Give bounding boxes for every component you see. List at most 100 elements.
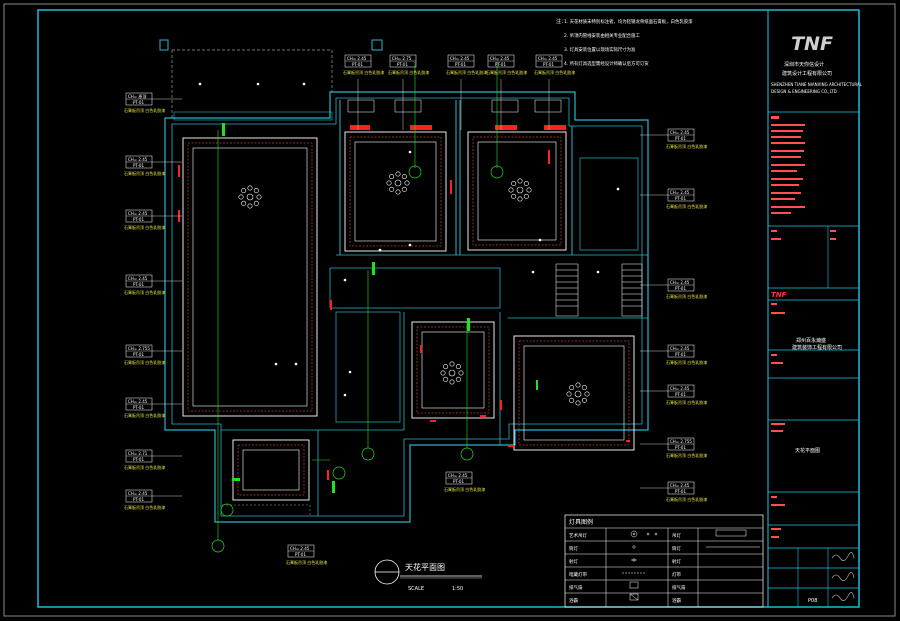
chandelier-icon — [508, 178, 532, 202]
sheet-outer-frame — [3, 3, 896, 617]
legend-item-label: 暗藏灯带 — [569, 571, 587, 578]
drawing-name: 天花平面图 — [795, 447, 820, 454]
tag-material: PT-01 — [295, 552, 306, 557]
tag-note: 石膏板吊顶 白色乳胶漆 — [666, 359, 707, 365]
tag-code: CH= 2.45 — [670, 130, 690, 135]
legend-item-label: 筒灯 — [569, 545, 578, 552]
tag-code: CH= 2.71 — [128, 451, 148, 456]
legend-item-desc: 吊灯 — [672, 532, 681, 539]
sheet-inner-frame — [37, 9, 860, 608]
tag-note: 石膏板吊顶 白色乳胶漆 — [124, 107, 165, 113]
tag-material: PT-01 — [455, 62, 466, 67]
balcony-outline — [171, 49, 333, 118]
tag-note: 石膏板吊顶 白色乳胶漆 — [343, 69, 384, 75]
tag-note: 石膏板吊顶 白色乳胶漆 — [666, 143, 707, 149]
bathroom-ceiling — [232, 439, 310, 501]
tag-note: 石膏板吊顶 白色乳胶漆 — [388, 69, 429, 75]
tag-note: 石膏板吊顶 白色乳胶漆 — [124, 224, 165, 230]
tag-note: 石膏板吊顶 白色乳胶漆 — [666, 203, 707, 209]
exterior-wall — [164, 91, 649, 523]
chandelier-icon — [566, 382, 590, 406]
note-line-2: 2. 吊顶内管线安装由相关专业配合施工 — [564, 32, 640, 39]
company-name-en2: DESIGN & ENGINEERING CO.,LTD — [771, 89, 837, 94]
tag-code: CH= 2.45 — [490, 56, 510, 61]
tag-material: PT-01 — [397, 62, 408, 67]
company-name-cn: 深圳市天你信设计 — [784, 61, 824, 68]
downlight-icons — [198, 82, 620, 397]
tag-note: 石膏板吊顶 白色乳胶漆 — [666, 496, 707, 502]
tag-note: 石膏板吊顶 白色乳胶漆 — [124, 464, 165, 470]
tag-material: PT-01 — [133, 217, 144, 222]
sheet-number: P08 — [808, 598, 817, 604]
tag-note: 石膏板吊顶 白色乳胶漆 — [446, 69, 487, 75]
tag-note: 石膏板吊顶 白色乳胶漆 — [534, 69, 575, 75]
tag-material: PT-01 — [675, 286, 686, 291]
section-symbol-icons — [211, 165, 504, 553]
note-line-1: 1. 天花材质未特别标注者，均为轻钢龙骨纸面石膏板，白色乳胶漆 — [564, 18, 693, 25]
tag-code: CH= 2.45 — [347, 56, 367, 61]
scale-label: SCALE — [408, 586, 424, 592]
tag-material: PT-01 — [133, 352, 144, 357]
scale-value: 1:50 — [452, 586, 463, 592]
tag-code: CH= 2.45 — [128, 276, 148, 281]
legend-item-desc: 射灯 — [672, 558, 681, 565]
tag-code: CH= 2.755 — [128, 346, 150, 351]
tag-material: PT-01 — [675, 136, 686, 141]
notes-header: 注： — [556, 18, 566, 25]
tag-note: 石膏板吊顶 白色乳胶漆 — [124, 412, 165, 418]
tag-code: CH= 2.45 — [670, 483, 690, 488]
tag-code: CH= 2.45 — [128, 399, 148, 404]
general-notes: 注： 1. 天花材质未特别标注者，均为轻钢龙骨纸面石膏板，白色乳胶漆 2. 吊顶… — [556, 18, 693, 67]
tag-note: 石膏板吊顶 白色乳胶漆 — [124, 289, 165, 295]
tag-code: CH= 2.45 — [670, 190, 690, 195]
chandelier-icon — [386, 171, 410, 195]
tag-material: PT-01 — [543, 62, 554, 67]
floor-plan — [159, 39, 649, 523]
legend-item-desc: 筒灯 — [672, 545, 681, 552]
tag-material: PT-01 — [675, 196, 686, 201]
kitchen-ceiling — [579, 157, 639, 251]
tag-material: PT-01 — [675, 352, 686, 357]
legend-item-label: 浴霸 — [569, 597, 578, 604]
chandelier-icon — [238, 185, 262, 209]
markers — [178, 62, 630, 553]
signature-marks — [831, 552, 855, 601]
bedroom-1-ceiling — [344, 131, 447, 252]
tag-material: PT-01 — [352, 62, 363, 67]
tag-note: 石膏板吊顶 白色乳胶漆 — [666, 452, 707, 458]
chandelier-icons — [238, 171, 590, 406]
company-name-en1: SHENZHEN TIANE NIANXING ARCHITECTURAL — [771, 82, 863, 87]
tag-material: PT-01 — [133, 282, 144, 287]
legend-item-label: 排气扇 — [569, 584, 583, 591]
tag-code: CH= 2.45 — [448, 473, 468, 478]
tag-material: PT-01 — [675, 392, 686, 397]
svg-text:TNF: TNF — [771, 291, 787, 299]
tag-code: CH= 2.755 — [670, 439, 692, 444]
tag-note: 石膏板吊顶 白色乳胶漆 — [124, 359, 165, 365]
tag-note: 石膏板吊顶 白色乳胶漆 — [444, 486, 485, 492]
company-logo: TNF — [791, 33, 833, 55]
tag-code: CH= 2.45 — [670, 386, 690, 391]
tag-code: CH= 2.45 — [290, 546, 310, 551]
note-line-3: 3. 灯具安装位置以现场实际尺寸为准 — [564, 46, 636, 53]
legend-item-label: 射灯 — [569, 558, 578, 565]
drawing-title-block: 天花平面图 SCALE 1:50 — [374, 559, 482, 592]
tag-note: 石膏板吊顶 白色乳胶漆 — [486, 69, 527, 75]
tag-material: PT-01 — [133, 163, 144, 168]
